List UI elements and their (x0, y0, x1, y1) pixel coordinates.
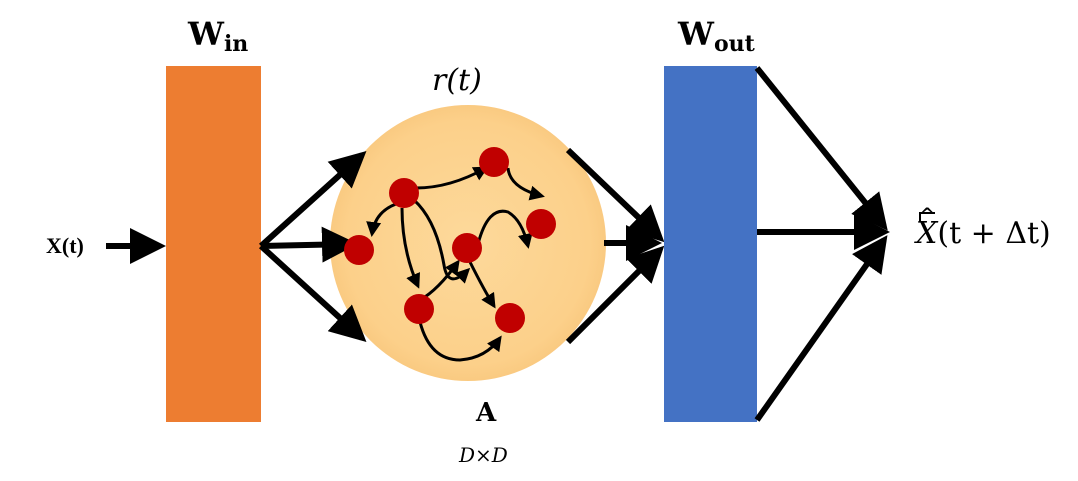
output-rest: (t + Δt) (937, 216, 1051, 251)
edge-6-7 (418, 321, 502, 362)
in-arrow-bottom (258, 243, 367, 343)
reservoir-node (389, 178, 419, 208)
reservoir-state-label: r(t) (432, 63, 482, 98)
reservoir-node (452, 233, 482, 263)
w-out-block (664, 66, 757, 422)
output-symbol-hat: ^X (916, 207, 938, 251)
reservoir-connections (366, 166, 545, 362)
w-out-main: W (678, 15, 714, 53)
reservoir-node (404, 294, 434, 324)
input-label: X(t) (46, 233, 84, 258)
in-arrow-mid (260, 226, 358, 263)
out-arrow-bottom (754, 235, 888, 422)
in-arrow-top (258, 150, 367, 249)
res-arrow-bottom (565, 245, 665, 345)
adjacency-label: A (476, 398, 497, 428)
edge-5-3 (476, 209, 533, 249)
w-out-label: Wout (678, 18, 755, 55)
hat-glyph: ^ (918, 205, 937, 230)
output-symbol: X (916, 216, 938, 251)
reservoir-nodes (344, 147, 556, 333)
w-out-sub: out (713, 31, 755, 57)
reservoir-node (344, 235, 374, 265)
edge-1-2 (415, 166, 489, 190)
res-arrow-top (565, 147, 665, 243)
output-arrows (754, 66, 890, 422)
reservoir-node (495, 303, 525, 333)
edge-2-3 (506, 167, 545, 201)
w-in-main: W (188, 15, 224, 53)
edge-1-5 (412, 198, 471, 284)
w-in-block (166, 66, 261, 422)
w-in-sub: in (223, 31, 249, 57)
reservoir-node (479, 147, 509, 177)
adjacency-dims-label: D×D (459, 443, 508, 467)
input-to-reservoir-arrows (258, 150, 367, 343)
reservoir-to-output-arrows (565, 147, 665, 345)
output-label: ^X(t + Δt) (916, 207, 1051, 251)
reservoir-node (526, 209, 556, 239)
w-in-label: Win (188, 18, 248, 55)
edge-1-6 (400, 207, 420, 289)
out-arrow-top (754, 66, 888, 231)
edge-1-4 (366, 202, 397, 237)
edge-5-7 (468, 261, 496, 309)
